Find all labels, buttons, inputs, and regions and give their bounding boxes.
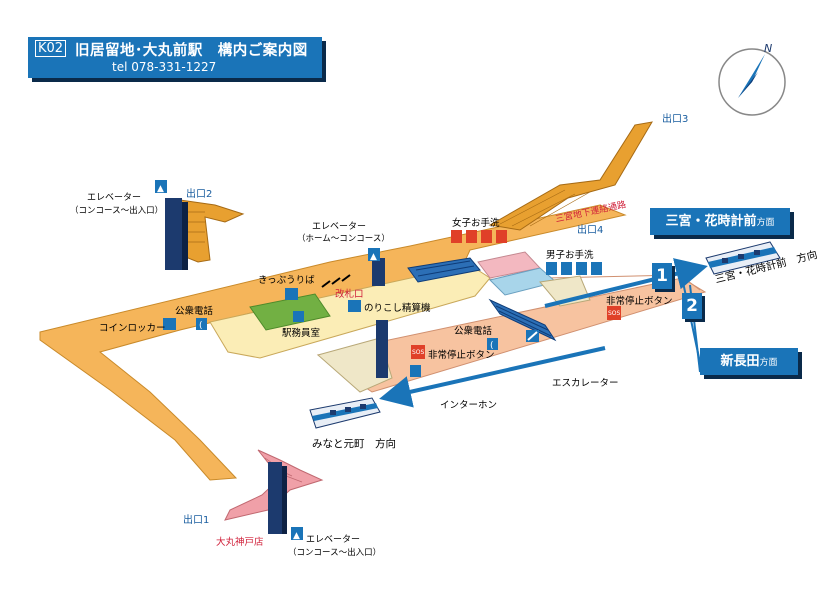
ticket-machine-icon [285,288,298,300]
public-phone-label-2: 公衆電話 [454,325,493,337]
interphone-icon [410,365,421,377]
direction-sign-platform-2: 新長田方面 [700,348,798,375]
exit3-label: 出口3 [662,112,688,125]
direction-sign-platform-1: 三宮・花時計前方面 [650,208,790,235]
exit3-passage [488,121,653,231]
elevator-pillar-home [372,258,385,286]
escalator-label: エスカレーター [552,378,619,389]
mens-toilet-label: 男子お手洗 [546,249,594,261]
sos-icon: SOS [411,345,425,359]
exit2-label: 出口2 [186,187,212,200]
elevator-exit1-sublabel: （コンコース〜出入口） [288,547,381,558]
fare-adjust-icon [348,300,361,312]
elevator-pillar-exit2 [165,198,182,270]
svg-text:SOS: SOS [412,349,425,356]
svg-text:SOS: SOS [608,310,621,317]
escalator-1 [407,257,481,283]
svg-text:▲: ▲ [370,252,377,262]
direction-sign-platform-1-suffix: 方面 [756,218,775,228]
sos-icon: SOS [607,306,621,320]
daimaru-label: 大丸神戸店 [216,536,264,548]
platform-1-number: 1 [652,263,672,289]
ticket-gate-label: 改札口 [335,288,364,300]
track-to-sannomiya [544,258,708,308]
phone-icon: ( [196,318,207,331]
svg-text:(: ( [199,321,203,331]
emergency-button-label-1: 非常停止ボタン [606,295,673,307]
svg-text:(: ( [490,341,494,351]
direction-sign-platform-2-suffix: 方面 [759,358,778,368]
public-phone-label: 公衆電話 [175,305,214,317]
elevator-home-label: エレベーター [312,221,366,232]
womens-toilet-icons [451,230,507,243]
map-title-box: K02 旧居留地･大丸前駅 構内ご案内図 tel 078-331-1227 [28,37,322,78]
station-telephone: tel 078-331-1227 [112,60,217,74]
exit1-label: 出口1 [183,513,209,526]
phone-icon: ( [487,338,498,351]
elevator-exit2-label: エレベーター [87,192,141,203]
svg-text:▲: ▲ [293,531,300,541]
elevator-home-sublabel: （ホーム〜コンコース） [297,233,390,244]
train-minatomotomachi [309,397,381,429]
elevator-pillar-exit1 [268,462,282,534]
map-title: 旧居留地･大丸前駅 構内ご案内図 [75,43,308,59]
compass: N [718,42,786,116]
coin-locker-icon [163,318,176,330]
svg-text:▲: ▲ [157,184,164,194]
train-minatomotomachi-label: みなと元町 方向 [312,437,396,450]
platform-pillar [376,320,388,378]
womens-toilet-label: 女子お手洗 [452,217,500,229]
coin-locker-label: コインロッカー [99,323,166,334]
interphone-label: インターホン [440,400,497,411]
direction-sign-platform-2-name: 新長田 [720,354,760,369]
direction-sign-platform-1-name: 三宮・花時計前 [665,214,757,229]
platform-2-number: 2 [682,293,702,319]
station-office-label: 駅務員室 [282,327,320,339]
elevator-icon: ▲ [291,527,303,541]
elevator-exit1-label: エレベーター [306,534,360,545]
ticket-office-label: きっぷうりば [258,275,315,286]
ticket-gate-marks [321,274,351,288]
exit4-label: 出口4 [577,223,603,236]
concourse-floor [39,204,627,481]
exit2-stairs [179,199,245,263]
elevator-icon: ▲ [368,248,380,262]
fare-adjust-label: のりこし精算機 [364,302,431,314]
track-to-minatomotomachi [379,346,606,408]
mens-toilet-icons [546,262,602,275]
station-code: K02 [35,40,67,57]
compass-north-label: N [764,42,772,55]
elevator-icon: ▲ [155,180,167,194]
staff-icon [293,311,304,322]
elevator-exit2-sublabel: （コンコース〜出入口） [70,205,163,216]
train-sannomiya [705,241,781,275]
escalator-icon [526,330,539,342]
emergency-button-label-2: 非常停止ボタン [428,349,495,361]
